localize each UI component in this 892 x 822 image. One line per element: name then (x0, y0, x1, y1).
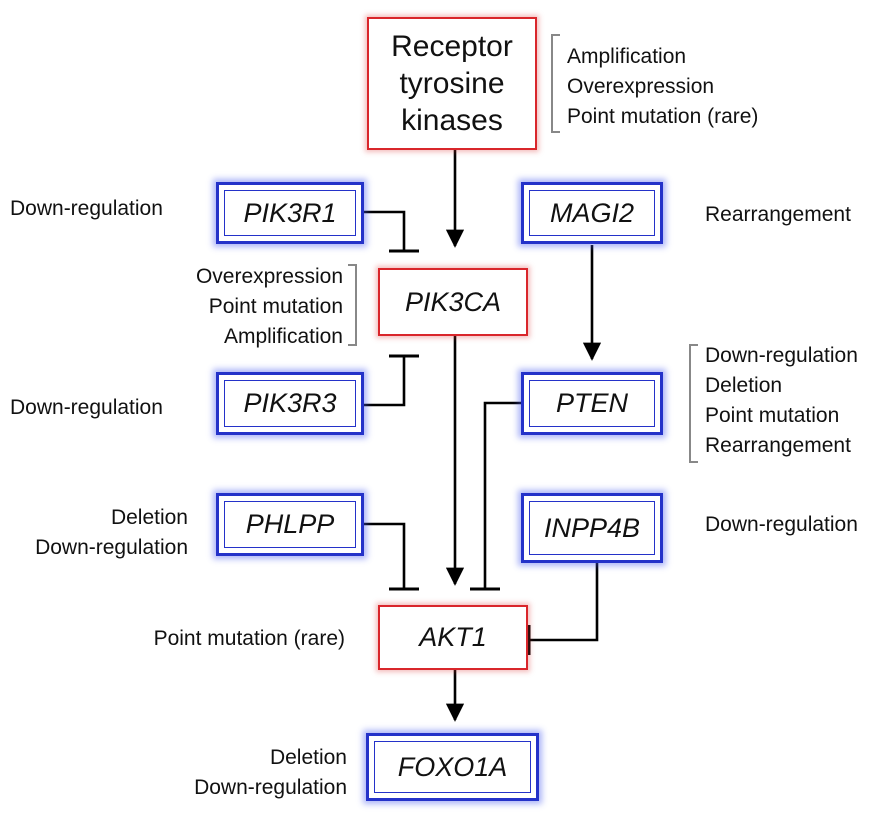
node-rtk: Receptor tyrosine kinases (367, 17, 537, 150)
annotation-pten: Down-regulation Deletion Point mutation … (705, 344, 858, 457)
annotation-magi2: Rearrangement (705, 203, 851, 226)
annotation-pik3r1: Down-regulation (10, 197, 163, 220)
annotation-pik3ca: Overexpression Point mutation Amplificat… (195, 265, 343, 348)
node-magi2: MAGI2 (521, 182, 663, 244)
annotation-foxo1a: Deletion Down-regulation (194, 746, 347, 799)
node-pten: PTEN (521, 372, 663, 435)
annotation-pik3r3: Down-regulation (10, 396, 163, 419)
node-pik3r3: PIK3R3 (216, 372, 364, 435)
edge-pik3r3-pik3ca (364, 357, 406, 407)
node-pik3r1: PIK3R1 (216, 182, 364, 244)
annotation-rtk: Amplification Overexpression Point mutat… (567, 45, 759, 128)
bracket-rtk (551, 34, 560, 133)
edge-phlpp-akt1 (364, 522, 406, 588)
annotation-akt1: Point mutation (rare) (153, 627, 345, 650)
bracket-pten (689, 344, 698, 463)
bracket-pik3ca (348, 264, 357, 346)
node-foxo1a: FOXO1A (366, 733, 539, 801)
edge-pik3r1-pik3ca (364, 210, 406, 250)
edge-inpp4b-akt1 (530, 563, 599, 642)
edge-pten-akt1 (483, 401, 521, 588)
node-phlpp: PHLPP (216, 493, 364, 556)
node-pik3ca: PIK3CA (378, 268, 528, 336)
node-inpp4b: INPP4B (521, 493, 663, 563)
annotation-inpp4b: Down-regulation (705, 513, 858, 536)
annotation-phlpp: Deletion Down-regulation (35, 506, 188, 559)
node-akt1: AKT1 (378, 605, 528, 670)
